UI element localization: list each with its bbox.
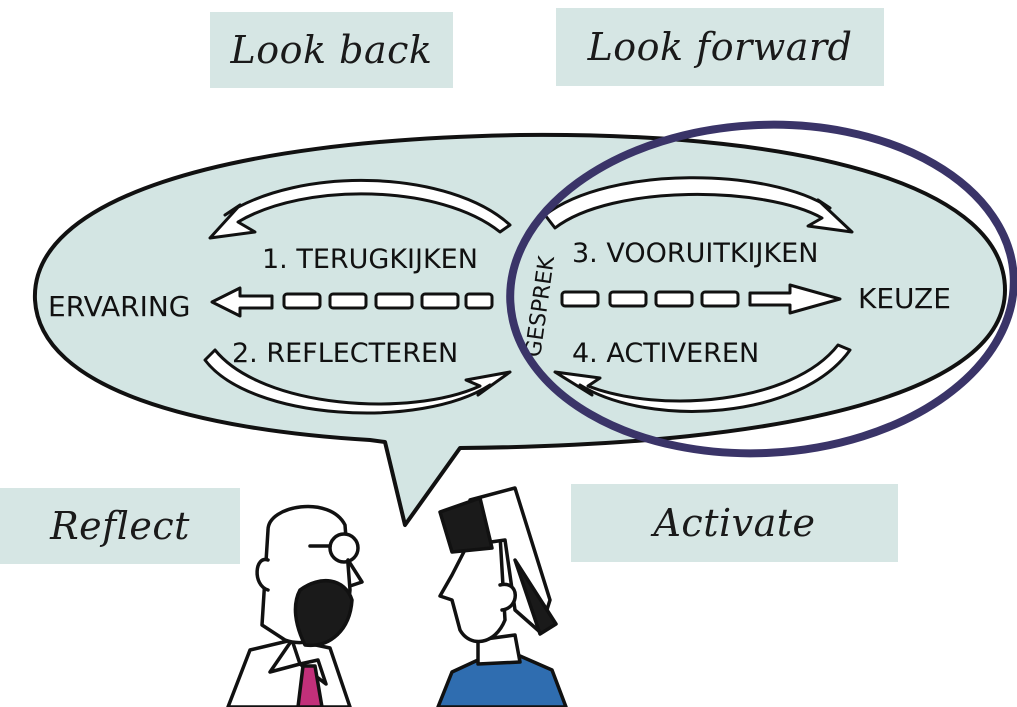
dashed-arrow-left xyxy=(210,286,494,318)
look-back-label: Look back xyxy=(210,12,453,88)
activating-person-illustration xyxy=(436,486,568,707)
step-1-text: 1. TERUGKIJKEN xyxy=(262,244,478,275)
arc-arrow-vooruitkijken xyxy=(543,176,854,234)
keuze-text: KEUZE xyxy=(858,282,951,315)
step-4-text: 4. ACTIVEREN xyxy=(572,338,759,369)
speech-bubble xyxy=(32,132,1007,527)
look-forward-label: Look forward xyxy=(556,8,884,86)
dashed-arrow-right xyxy=(560,283,842,315)
step-3-text: 3. VOORUITKIJKEN xyxy=(572,238,818,269)
arc-arrow-activeren xyxy=(553,343,852,413)
arc-arrow-reflecteren xyxy=(203,348,512,415)
reflect-label: Reflect xyxy=(0,488,240,564)
reflecting-person-illustration xyxy=(226,504,364,707)
ervaring-text: ERVARING xyxy=(48,290,191,323)
highlight-ring xyxy=(506,120,1017,458)
step-2-text: 2. REFLECTEREN xyxy=(232,338,458,369)
arc-arrow-terugkijken xyxy=(208,178,512,240)
activate-label: Activate xyxy=(571,484,898,562)
